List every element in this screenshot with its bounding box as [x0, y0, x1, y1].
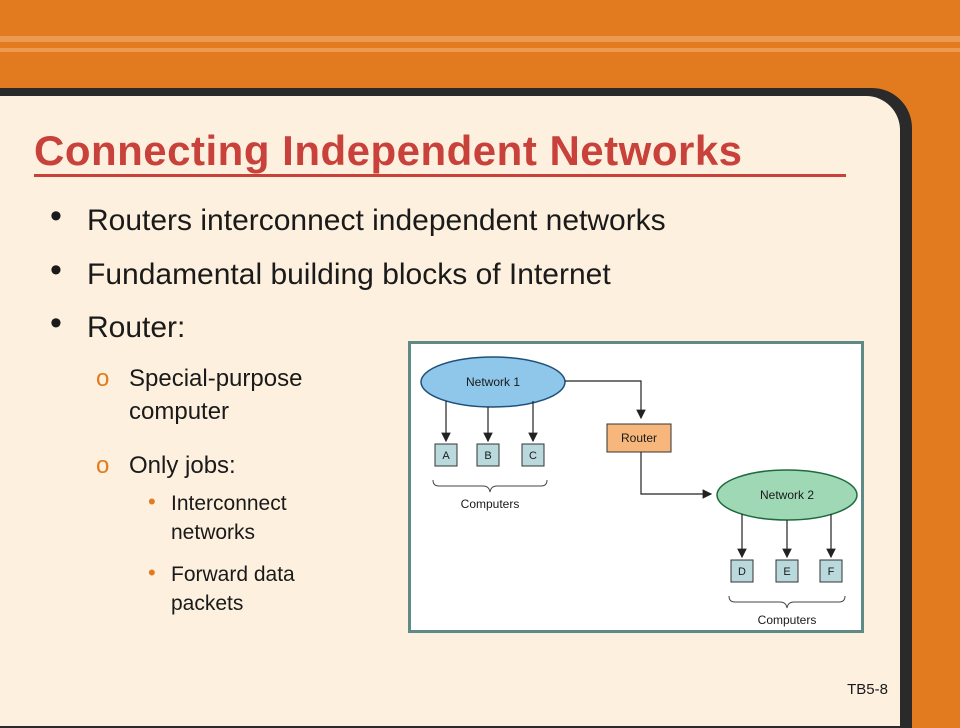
- computer-a: [434, 443, 458, 467]
- computer-e-label: E: [783, 566, 790, 578]
- sub-bullet-marker-icon: o: [96, 452, 110, 479]
- sub-bullet-marker-icon: o: [96, 365, 110, 392]
- title-underline: [34, 174, 846, 177]
- router-box: [606, 423, 672, 453]
- computer-e: [775, 559, 799, 583]
- computer-f-label: F: [828, 566, 835, 578]
- sub-sub-bullet-text: Interconnect networks: [171, 492, 287, 544]
- computers-left-label: Computers: [461, 497, 520, 511]
- slide-title: Connecting Independent Networks: [34, 127, 743, 174]
- bullet-text: Routers interconnect independent network…: [87, 204, 666, 237]
- sub-sub-bullet-dot-icon: •: [148, 489, 156, 514]
- network-1-label: Network 1: [466, 375, 520, 389]
- computer-d: [730, 559, 754, 583]
- computer-b-label: B: [484, 450, 491, 462]
- computer-a-label: A: [442, 450, 450, 462]
- sub-sub-bullet-text: Forward data packets: [171, 563, 295, 615]
- bullet-dot-icon: •: [50, 251, 62, 289]
- computer-c-label: C: [529, 450, 537, 462]
- link-router-network2: [640, 452, 713, 499]
- sub-sub-bullet-dot-icon: •: [148, 560, 156, 585]
- computer-d-label: D: [738, 566, 746, 578]
- slide-number: TB5-8: [847, 681, 888, 698]
- computer-f: [819, 559, 843, 583]
- diagram-canvas: Network 1 A B C Computers Router Network…: [420, 356, 858, 627]
- bullet-dot-icon: •: [50, 197, 62, 235]
- sub-bullet-text: Special-purpose computer: [129, 365, 303, 425]
- router-diagram: Network 1 A B C Computers Router Network…: [408, 341, 864, 633]
- sub-bullet-text: Only jobs:: [129, 452, 236, 479]
- top-stripes: [0, 0, 960, 100]
- bullet-dot-icon: •: [50, 304, 62, 342]
- computer-b: [476, 443, 500, 467]
- network-2-label: Network 2: [760, 488, 814, 502]
- computers-left-brace: [432, 479, 548, 493]
- network-1-cloud: [420, 356, 566, 408]
- computer-c: [521, 443, 545, 467]
- router-label: Router: [621, 431, 657, 445]
- link-network1-router: [565, 380, 646, 420]
- computers-right-label: Computers: [758, 613, 817, 627]
- bullet-text: Router:: [87, 311, 186, 344]
- computers-right-brace: [728, 595, 846, 609]
- bullet-text: Fundamental building blocks of Internet: [87, 258, 611, 291]
